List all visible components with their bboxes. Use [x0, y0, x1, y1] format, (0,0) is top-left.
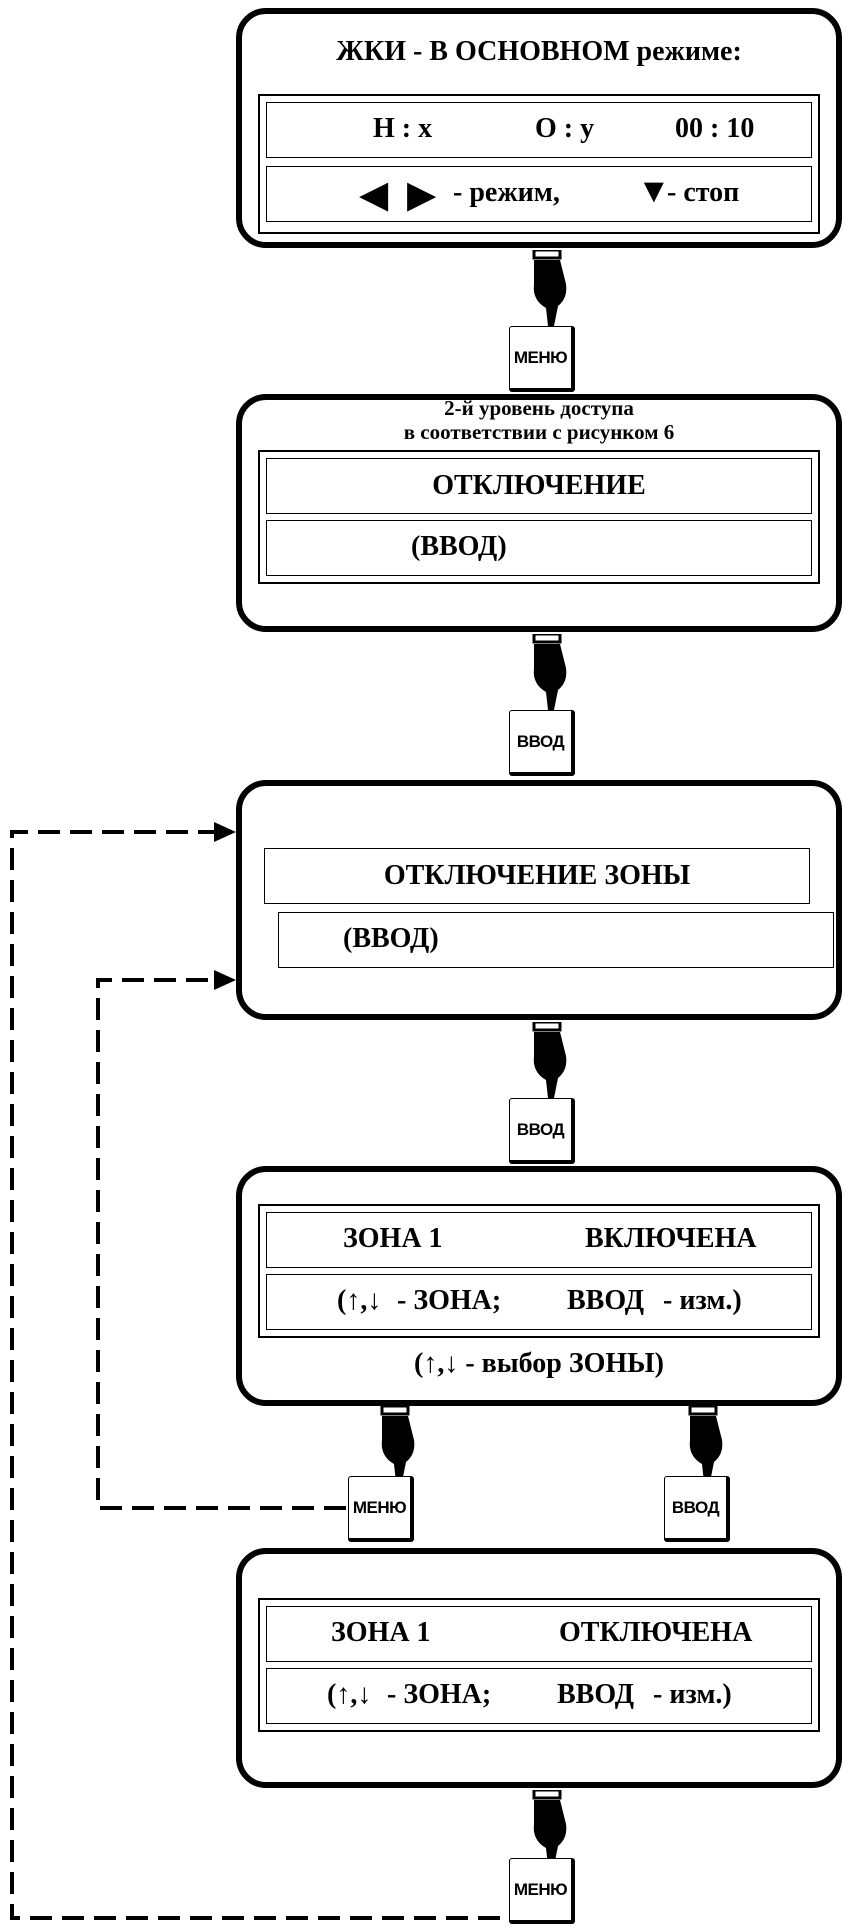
menu-key[interactable]: МЕНЮ	[509, 326, 575, 392]
screen-disable: 2-й уровень доступа в соответствии с рис…	[236, 394, 842, 632]
menu-item-disable: ОТКЛЮЧЕНИЕ	[432, 470, 646, 501]
lcd-line-2: (ВВОД)	[278, 912, 834, 968]
arrows-hint: (↑,↓	[327, 1679, 372, 1710]
figure-reference-note: в соответствии с рисунком 6	[403, 420, 675, 444]
screen-zone-disabled: ЗОНА 1 ОТКЛЮЧЕНА (↑,↓ - ЗОНА; ВВОД - изм…	[236, 1548, 842, 1788]
enter-hint: (ВВОД)	[343, 923, 439, 954]
enter-key[interactable]: ВВОД	[509, 1098, 575, 1164]
change-hint: - изм.)	[663, 1285, 742, 1316]
left-arrow-icon: ◀	[359, 174, 389, 216]
lcd-line-2: (ВВОД)	[266, 520, 812, 576]
zone-name: ЗОНА 1	[331, 1617, 431, 1648]
enter-hint: (ВВОД)	[411, 531, 507, 562]
change-hint: - изм.)	[653, 1679, 732, 1710]
lcd-line-2: (↑,↓ - ЗОНА; ВВОД - изм.)	[266, 1274, 812, 1330]
zone-select-hint: - выбор ЗОНЫ)	[465, 1348, 664, 1379]
mode-hint: - режим,	[453, 177, 560, 208]
screen-zone-enabled: ЗОНА 1 ВКЛЮЧЕНА (↑,↓ - ЗОНА; ВВОД - изм.…	[236, 1166, 842, 1406]
menu-item-zone-disable: ОТКЛЮЧЕНИЕ ЗОНЫ	[383, 860, 691, 891]
menu-key[interactable]: МЕНЮ	[348, 1476, 414, 1542]
lcd-line-2: ◀ ▶ - режим, ▼ - стоп	[266, 166, 812, 222]
stop-hint: - стоп	[667, 177, 740, 208]
pointing-hand-icon	[532, 634, 567, 710]
pointing-hand-icon	[532, 250, 567, 326]
time-readout: 00 : 10	[675, 113, 755, 144]
pointing-hand-icon	[688, 1406, 723, 1482]
zone-select-footer: (↑,↓ - выбор ЗОНЫ)	[242, 1348, 836, 1380]
pointing-hand-icon	[380, 1406, 415, 1482]
enter-key[interactable]: ВВОД	[664, 1476, 730, 1542]
return-path-outer	[10, 830, 500, 1920]
pointing-hand-icon	[532, 1790, 567, 1866]
lcd-line-1: ЗОНА 1 ВКЛЮЧЕНА	[266, 1212, 812, 1268]
menu-key[interactable]: МЕНЮ	[509, 1858, 575, 1924]
access-level-note: 2-й уровень доступа	[444, 396, 634, 420]
arrows-hint: (↑,↓	[337, 1285, 382, 1316]
enter-hint: ВВОД	[567, 1285, 644, 1316]
zone-hint: - ЗОНА;	[397, 1285, 502, 1316]
down-arrow-icon: ▼	[637, 173, 671, 210]
lcd-line-2: (↑,↓ - ЗОНА; ВВОД - изм.)	[266, 1668, 812, 1724]
lcd-line-1: Н : x О : y 00 : 10	[266, 102, 812, 158]
lcd-display: Н : x О : y 00 : 10 ◀ ▶ - режим, ▼ - сто…	[258, 94, 820, 234]
zone-state: ОТКЛЮЧЕНА	[559, 1617, 753, 1648]
lcd-display: ЗОНА 1 ОТКЛЮЧЕНА (↑,↓ - ЗОНА; ВВОД - изм…	[258, 1598, 820, 1732]
arrowhead-inner	[214, 970, 236, 990]
arrows-hint: (↑,↓	[414, 1348, 459, 1379]
lcd-line-1: ЗОНА 1 ОТКЛЮЧЕНА	[266, 1606, 812, 1662]
lcd-display: ОТКЛЮЧЕНИЕ (ВВОД)	[258, 450, 820, 584]
lcd-line-1: ОТКЛЮЧЕНИЕ ЗОНЫ	[264, 848, 810, 904]
zone-hint: - ЗОНА;	[387, 1679, 492, 1710]
right-arrow-icon: ▶	[407, 174, 437, 216]
screen-zone-disable: ОТКЛЮЧЕНИЕ ЗОНЫ (ВВОД)	[236, 780, 842, 1020]
return-path-inner	[96, 978, 346, 1510]
screen-main-mode: ЖКИ - В ОСНОВНОМ режиме: Н : x О : y 00 …	[236, 8, 842, 248]
arrowhead-outer	[214, 822, 236, 842]
lcd-display: ЗОНА 1 ВКЛЮЧЕНА (↑,↓ - ЗОНА; ВВОД - изм.…	[258, 1204, 820, 1338]
enter-key[interactable]: ВВОД	[509, 710, 575, 776]
level-o-readout: О : y	[535, 113, 595, 144]
screen-title: ЖКИ - В ОСНОВНОМ режиме:	[336, 36, 742, 67]
lcd-line-1: ОТКЛЮЧЕНИЕ	[266, 458, 812, 514]
pointing-hand-icon	[532, 1022, 567, 1098]
zone-name: ЗОНА 1	[343, 1223, 443, 1254]
zone-state: ВКЛЮЧЕНА	[585, 1223, 757, 1254]
enter-hint: ВВОД	[557, 1679, 634, 1710]
level-h-readout: Н : x	[373, 113, 433, 144]
